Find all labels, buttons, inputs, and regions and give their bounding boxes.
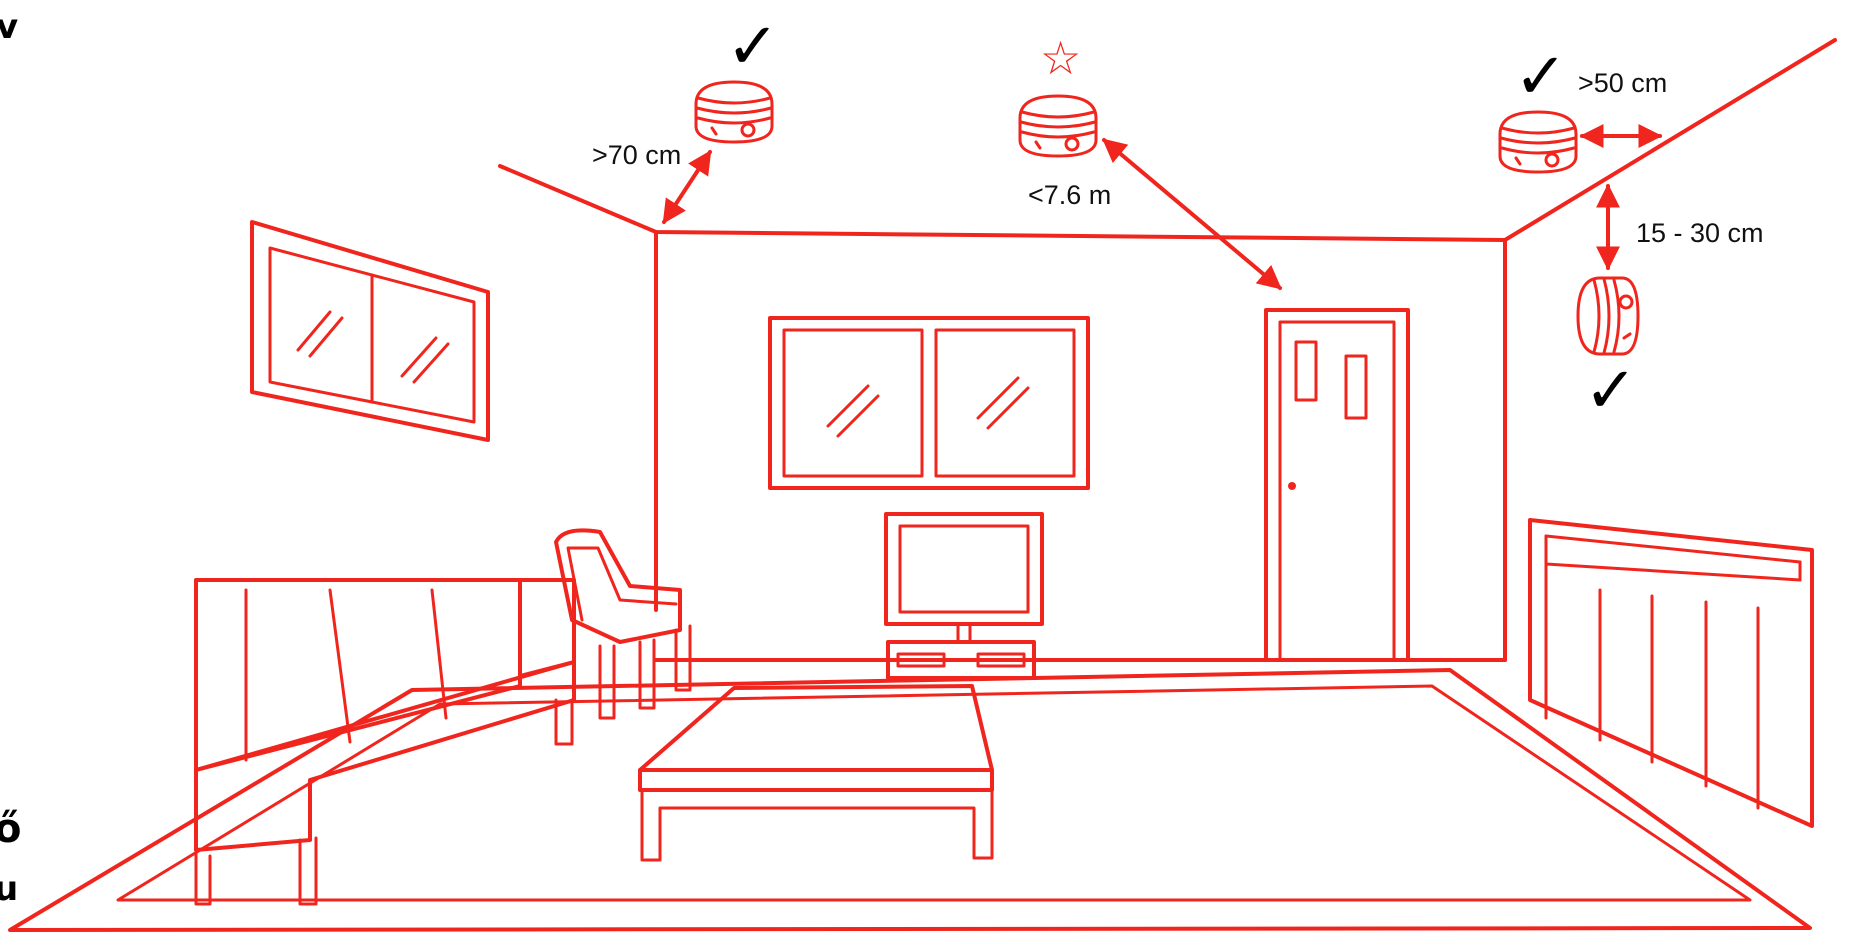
cropped-text-bottom-left-1: ő — [0, 806, 21, 852]
coffee-table — [640, 686, 992, 860]
armchair — [556, 530, 690, 718]
double-arrow-icon — [1104, 140, 1280, 288]
max-distance-label: <7.6 m — [1028, 180, 1111, 210]
check-icon: ✓ — [1584, 354, 1638, 428]
star-icon: ☆ — [1040, 31, 1081, 85]
cropped-text-bottom-left-2: u — [0, 869, 18, 909]
back-window — [770, 318, 1088, 488]
check-icon: ✓ — [726, 10, 780, 84]
smoke-detector-icon — [696, 82, 772, 142]
sofa — [196, 580, 574, 904]
television — [886, 514, 1042, 678]
smoke-detector-icon — [1020, 96, 1096, 156]
check-icon: ✓ — [1514, 40, 1568, 114]
smoke-detector-icon — [1500, 112, 1576, 172]
smoke-detector-icon — [1578, 278, 1638, 354]
wall-gap-label: >50 cm — [1578, 68, 1667, 98]
door — [1266, 310, 1408, 660]
wall-band-label: 15 - 30 cm — [1636, 218, 1764, 248]
ceiling-gap-label: >70 cm — [592, 140, 681, 170]
cropped-text-top-left: v — [0, 7, 18, 47]
rug — [10, 670, 1810, 930]
side-window — [252, 222, 488, 440]
